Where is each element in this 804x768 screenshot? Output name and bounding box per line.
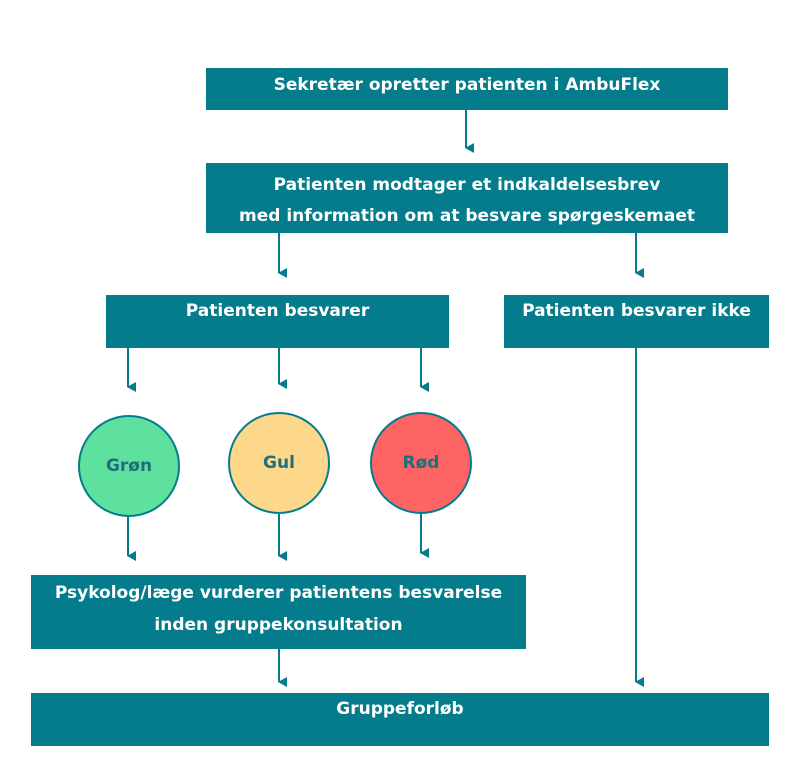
node-green-circle: Grøn (78, 415, 180, 517)
node-answers: Patienten besvarer (106, 295, 449, 348)
node-review-line1: Psykolog/læge vurderer patientens besvar… (54, 583, 503, 603)
node-red-circle: Rød (370, 412, 472, 514)
node-review: Psykolog/læge vurderer patientens besvar… (31, 575, 526, 649)
node-review-line2: inden gruppekonsultation (154, 615, 403, 635)
node-letter-line2: med information om at besvare spørgeskem… (239, 206, 695, 226)
node-start: Sekretær opretter patienten i AmbuFlex (206, 68, 728, 110)
node-no-answer-label: Patienten besvarer ikke (522, 301, 751, 321)
node-group: Gruppeforløb (31, 693, 769, 746)
node-red-label: Rød (402, 453, 440, 473)
node-no-answer: Patienten besvarer ikke (504, 295, 769, 348)
node-start-label: Sekretær opretter patienten i AmbuFlex (273, 75, 661, 95)
node-yellow-label: Gul (263, 453, 295, 473)
node-answers-label: Patienten besvarer (185, 301, 370, 321)
node-group-label: Gruppeforløb (336, 699, 464, 719)
node-green-label: Grøn (105, 456, 153, 476)
node-letter-line1: Patienten modtager et indkaldelsesbrev (273, 175, 661, 195)
node-letter: Patienten modtager et indkaldelsesbrev m… (206, 163, 728, 233)
node-yellow-circle: Gul (228, 412, 330, 514)
